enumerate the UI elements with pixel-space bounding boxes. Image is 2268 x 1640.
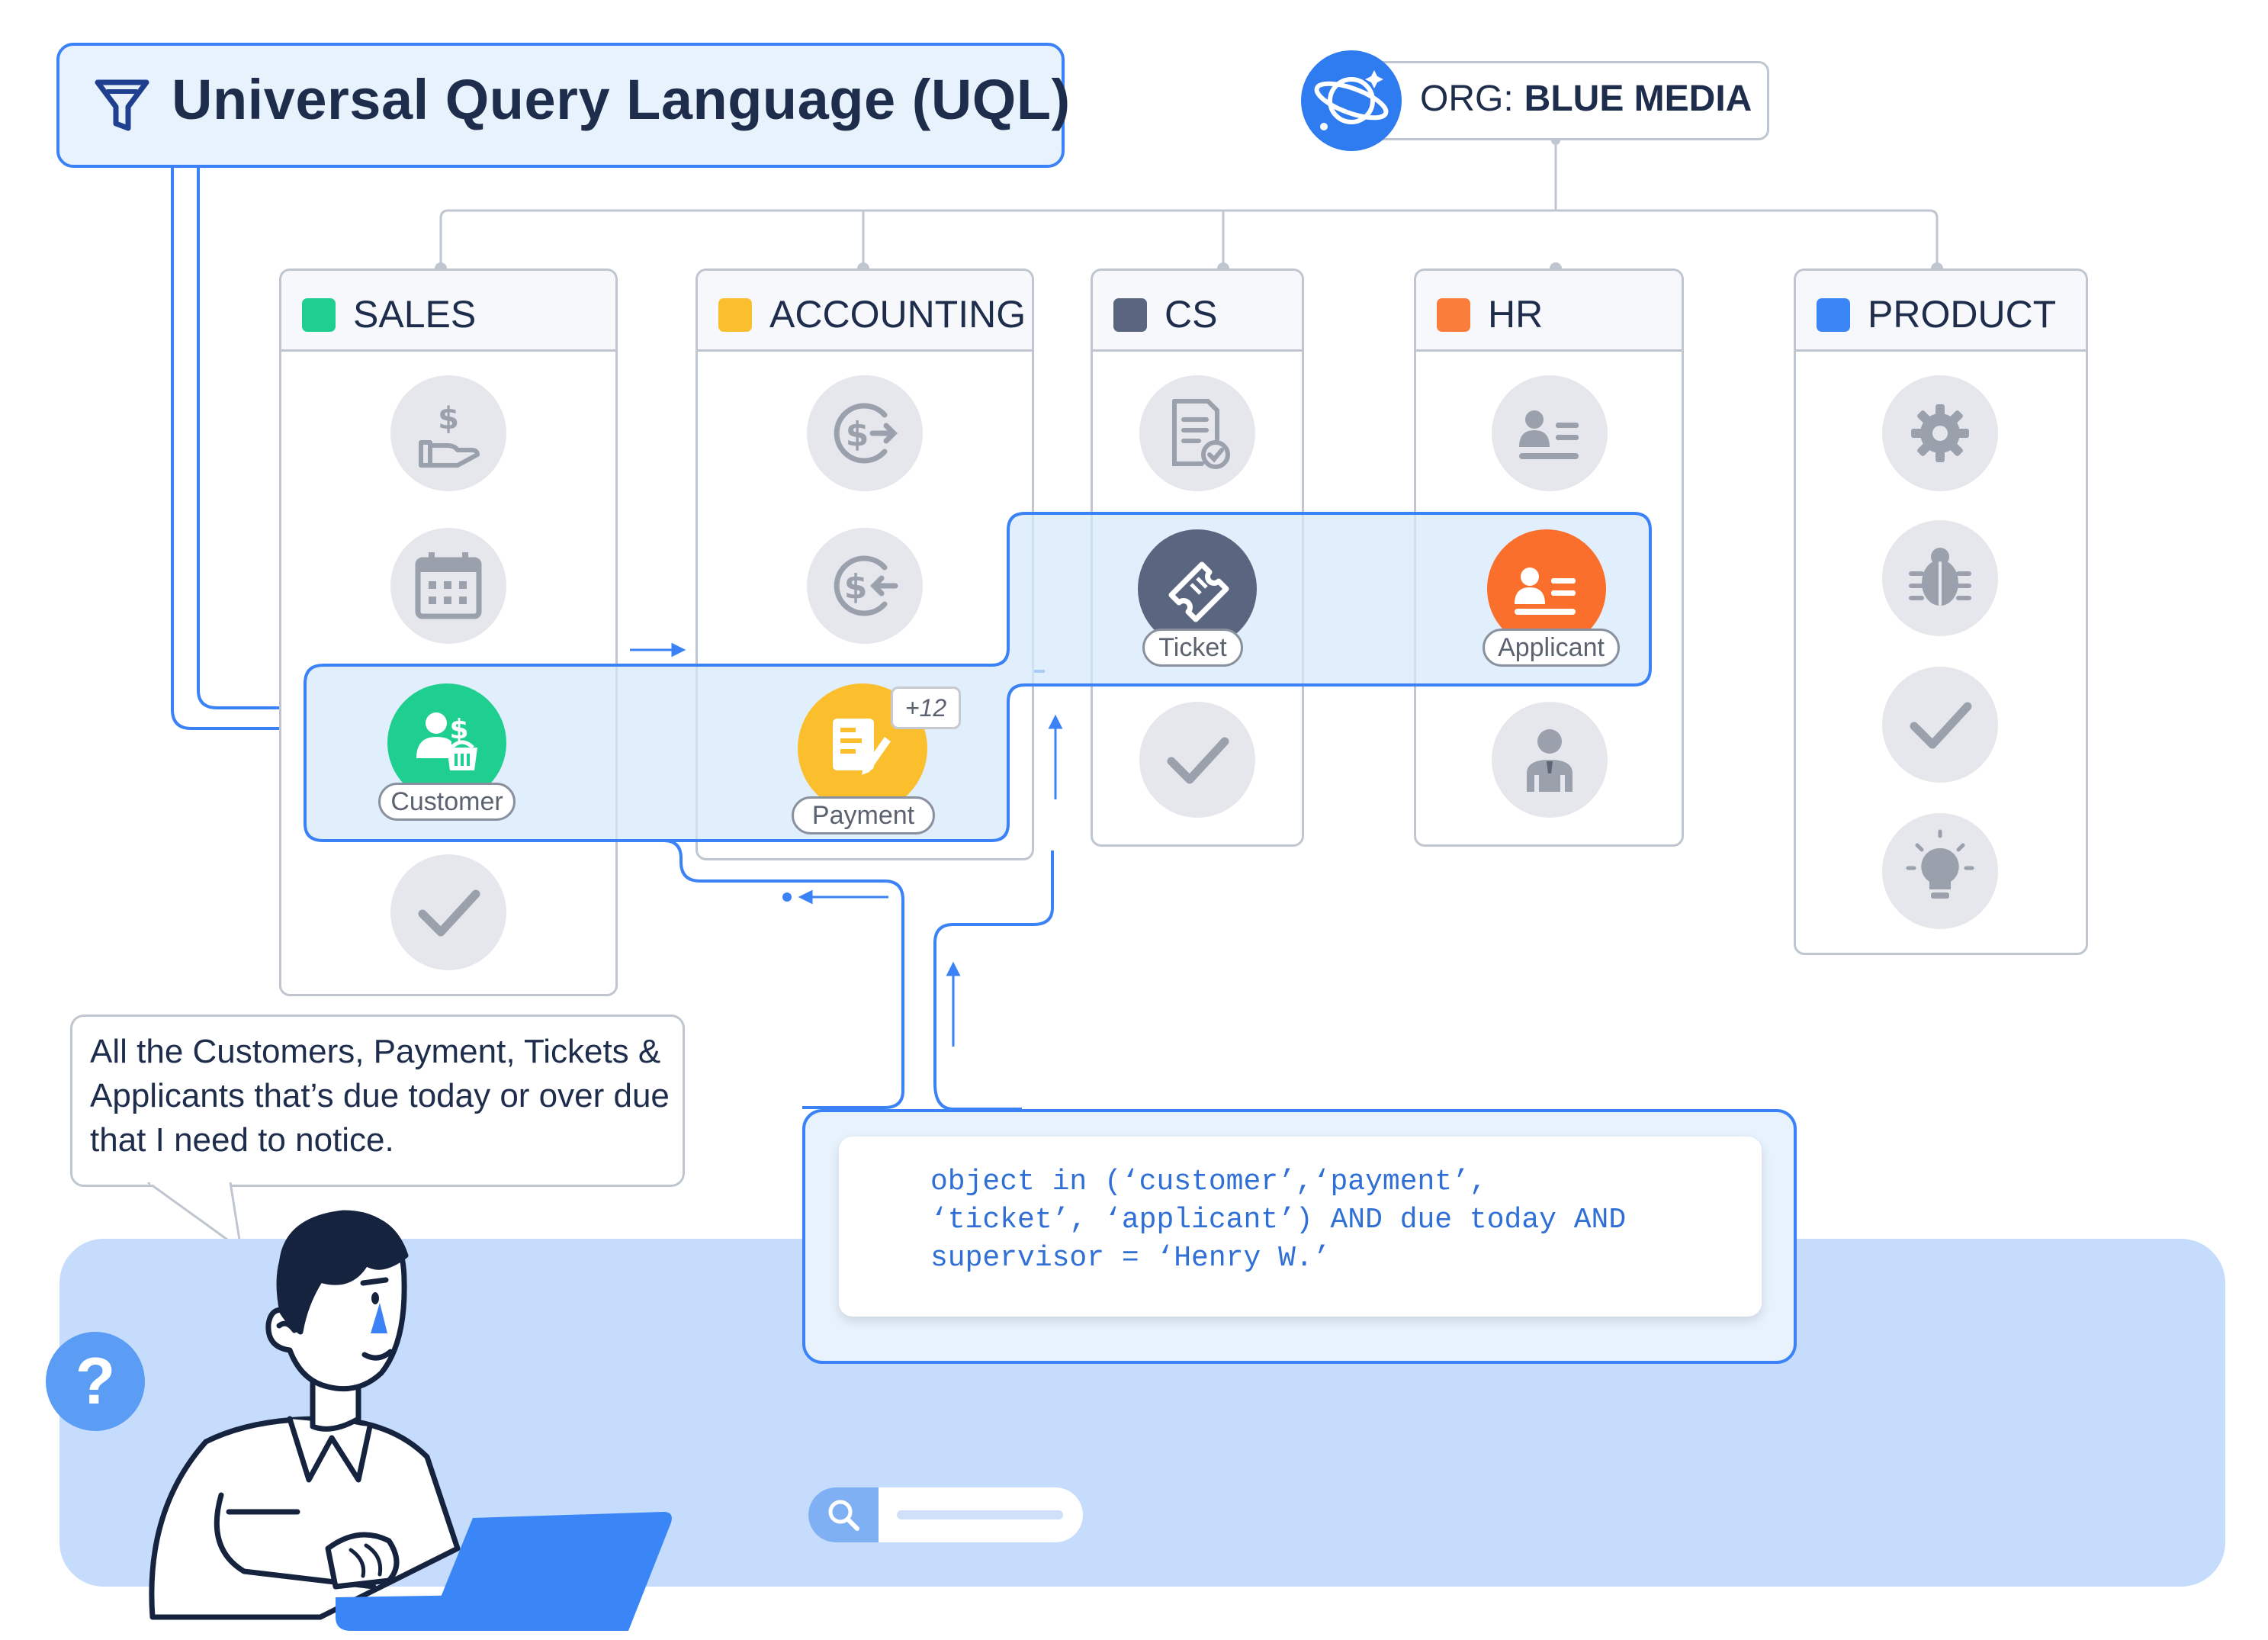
dept-header: CS	[1093, 271, 1302, 352]
search-icon	[828, 1500, 859, 1531]
dept-label-hr: HR	[1488, 293, 1544, 336]
page-title: Universal Query Language (UQL)	[172, 68, 1071, 131]
svg-text:$: $	[449, 714, 468, 745]
lightbulb-icon	[1882, 813, 1998, 929]
gear-icon	[1882, 375, 1998, 491]
checkmark-icon	[1882, 667, 1998, 783]
svg-text:$: $	[844, 568, 868, 606]
search-button[interactable]	[808, 1487, 879, 1542]
customer-label: Customer	[378, 783, 516, 821]
query-line: ‘ticket’, ‘applicant’) AND due today AND	[930, 1204, 1627, 1236]
hand-dollar-icon: $	[390, 375, 506, 491]
document-check-icon	[1139, 375, 1255, 491]
speech-bubble	[70, 1015, 685, 1187]
svg-text:$: $	[438, 401, 459, 436]
dept-color-swatch	[1817, 298, 1850, 332]
dept-color-swatch	[302, 298, 336, 332]
dept-label-sales: SALES	[353, 293, 477, 336]
search-placeholder-line	[897, 1510, 1063, 1519]
dept-label-accounting: ACCOUNTING	[769, 293, 1026, 336]
query-line: object in (‘customer’,‘payment’,	[930, 1166, 1487, 1198]
dept-color-swatch	[718, 298, 752, 332]
id-card-icon	[1492, 375, 1608, 491]
checkmark-icon	[1139, 702, 1255, 818]
applicant-label: Applicant	[1483, 629, 1620, 667]
dept-label-product: PRODUCT	[1868, 293, 2057, 336]
planet-icon	[1301, 50, 1402, 151]
org-box	[1367, 61, 1769, 140]
dollar-in-icon: $	[807, 528, 923, 644]
funnel-icon	[95, 79, 149, 131]
user-illustration	[149, 1210, 672, 1631]
help-icon[interactable]: ?	[46, 1332, 145, 1431]
dept-header: ACCOUNTING	[698, 271, 1032, 352]
org-label: ORG:BLUE MEDIA	[1420, 78, 1752, 120]
title-box	[56, 43, 1065, 168]
dept-header: HR	[1416, 271, 1682, 352]
dept-color-swatch	[1113, 298, 1147, 332]
employee-icon	[1492, 702, 1608, 818]
payment-count-badge: +12	[891, 687, 961, 729]
dept-color-swatch	[1437, 298, 1470, 332]
bug-icon	[1882, 520, 1998, 636]
calendar-icon	[390, 528, 506, 644]
dept-header: SALES	[281, 271, 615, 352]
ticket-label: Ticket	[1142, 629, 1243, 667]
svg-text:$: $	[846, 415, 869, 454]
dollar-out-icon: $	[807, 375, 923, 491]
org-name: BLUE MEDIA	[1524, 79, 1752, 119]
dept-header: PRODUCT	[1796, 271, 2086, 352]
checkmark-icon	[390, 854, 506, 970]
query-line: supervisor = ‘Henry W.’	[930, 1242, 1331, 1275]
org-prefix: ORG:	[1420, 79, 1514, 119]
query-editor[interactable]	[839, 1137, 1762, 1317]
speech-bubble-text: All the Customers, Payment, Tickets & Ap…	[90, 1033, 670, 1159]
dept-label-cs: CS	[1165, 293, 1218, 336]
payment-label: Payment	[792, 796, 935, 834]
